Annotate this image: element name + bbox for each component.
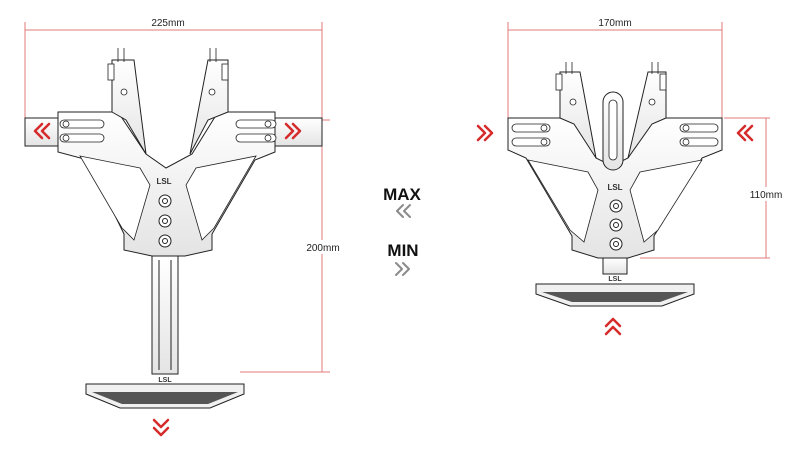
- max-label: MAX: [383, 185, 421, 204]
- center-bolts-right: [609, 199, 623, 251]
- max-arrow-icon: [396, 204, 411, 218]
- max-configuration: 225mm 200mm: [24, 18, 350, 437]
- logo-right: LSL: [607, 183, 622, 192]
- stem-left: [151, 255, 179, 375]
- contract-arrows-right: [476, 124, 754, 336]
- plate-cutouts-left: [79, 155, 257, 241]
- min-arrow-icon: [395, 262, 410, 276]
- height-label-right: 110mm: [750, 190, 783, 201]
- bracket-body-right: [507, 71, 723, 259]
- center-bolts-left: [158, 194, 172, 248]
- light-bar-left: [85, 383, 245, 409]
- light-bar-right: [535, 283, 695, 307]
- logo-left: LSL: [156, 177, 171, 186]
- dimension-width-right: [507, 22, 723, 118]
- min-configuration: 170mm 110mm: [476, 18, 792, 336]
- width-label-right: 170mm: [598, 18, 631, 29]
- adjust-slots-left: [59, 119, 277, 143]
- logo-stem-right: LSL: [608, 276, 622, 283]
- upper-tab-bolts-left: [107, 48, 229, 96]
- min-label: MIN: [387, 241, 418, 260]
- height-label-bg-right: [740, 187, 792, 201]
- expand-arrows-left: [33, 122, 302, 437]
- dimension-width-left: [24, 22, 323, 120]
- height-label-bg-left: [296, 240, 350, 254]
- bracket-body-left: [24, 59, 323, 257]
- stem-right: [602, 257, 628, 275]
- adjust-slots-right: [511, 123, 719, 147]
- upper-tab-bolts-right: [555, 62, 667, 161]
- height-label-left: 200mm: [306, 243, 339, 254]
- width-label-left: 225mm: [151, 18, 184, 29]
- plate-cutouts-right: [527, 159, 703, 243]
- logo-stem-left: LSL: [158, 377, 172, 384]
- max-min-legend: MAX MIN: [383, 185, 422, 276]
